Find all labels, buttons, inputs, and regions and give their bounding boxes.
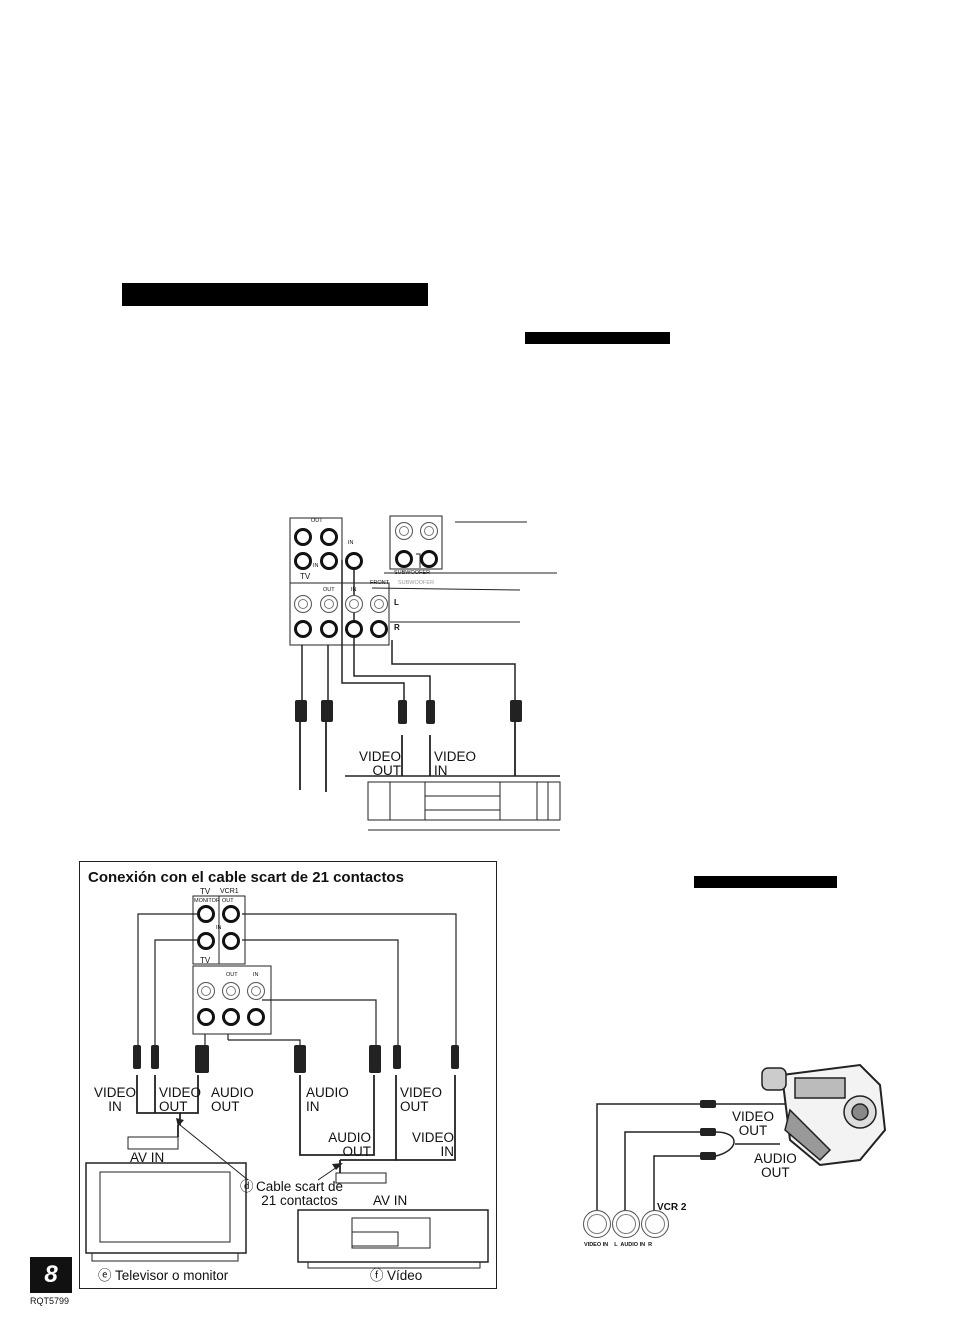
vcr2-audio-l-jack: [612, 1210, 640, 1238]
scart-vcr-out-label: OUT: [226, 972, 238, 978]
cable-marker: ⓓ: [240, 1179, 254, 1194]
panel-subwoofer-text: SUBWOOFER: [398, 580, 435, 586]
audio-r-jack-2: [320, 620, 338, 638]
scart-section-title: Conexión con el cable scart de 21 contac…: [88, 869, 404, 886]
camcorder-audio-out-label: AUDIO OUT: [754, 1151, 797, 1180]
vcr-av-in-label: AV IN: [373, 1193, 408, 1208]
vcr2-audio-r-jack: [641, 1210, 669, 1238]
audio-l-jack-1: [294, 595, 312, 613]
vcr2-jack-labels: VIDEO IN L AUDIO IN R: [584, 1242, 653, 1248]
scart-audio-l-jack-3: [247, 982, 265, 1000]
redacted-subheading-bar: [525, 332, 670, 344]
scart-video-in-right: VIDEO IN: [411, 1130, 454, 1159]
scart-video-out-right: VIDEO OUT: [400, 1085, 443, 1114]
scart-audio-out-left: AUDIO OUT: [211, 1085, 254, 1114]
top-video-in-label: VIDEO IN: [434, 749, 477, 778]
scart-connection-box: [79, 861, 497, 1289]
panel-vcr-in-label: IN: [351, 587, 357, 593]
camcorder-video-out-label: VIDEO OUT: [732, 1109, 775, 1138]
scart-video-in-left: VIDEO IN: [93, 1085, 136, 1114]
audio-l-jack-4: [370, 595, 388, 613]
scart-audio-l-jack-2: [222, 982, 240, 1000]
tv-monitor-out-jack-2: [320, 528, 338, 546]
scart-video-out-left: VIDEO OUT: [159, 1085, 202, 1114]
panel-in-label: IN: [313, 563, 319, 569]
scart-in-jack-1: [197, 932, 215, 950]
scart-out-label: OUT: [222, 898, 234, 904]
audio-l-jack-2: [320, 595, 338, 613]
scart-monitor-out-jack-1: [197, 905, 215, 923]
scart-in-label: IN: [216, 925, 222, 931]
scart-audio-r-jack-2: [222, 1008, 240, 1026]
panel-vcr-out-label: OUT: [323, 587, 335, 593]
audio-r-jack-1: [294, 620, 312, 638]
panel-r-label: R: [394, 623, 400, 632]
scart-audio-in-right: AUDIO IN: [306, 1085, 349, 1114]
panel-out-label: OUT: [311, 518, 323, 524]
vcr2-video-in-jack: [583, 1210, 611, 1238]
scart-monitor-out-jack-2: [222, 905, 240, 923]
scart-in-jack-2: [222, 932, 240, 950]
panel-subwoofer-in-label: IN: [348, 540, 354, 546]
scart-audio-r-jack-1: [197, 1008, 215, 1026]
tv-av-in-label: AV IN: [130, 1150, 165, 1165]
audio-r-jack-3: [345, 620, 363, 638]
tv-marker: ⓔ: [98, 1268, 112, 1283]
panel-tv-label: TV: [300, 572, 311, 581]
tv-monitor-label: Televisor o monitor: [115, 1268, 229, 1283]
vcr-marker: ⓕ: [370, 1268, 384, 1283]
subwoofer-in-jack: [345, 552, 363, 570]
scart-audio-out-right: AUDIO OUT: [328, 1130, 371, 1159]
redacted-heading-bar: [122, 283, 428, 306]
page-number: 8: [30, 1257, 72, 1293]
document-code: RQT5799: [30, 1296, 70, 1306]
tv-monitor-out-jack-1: [294, 528, 312, 546]
tv-in-jack-1: [294, 552, 312, 570]
audio-jack-top-l1: [395, 522, 413, 540]
subwoofer-jack-1: [395, 550, 413, 568]
tv-in-jack-2: [320, 552, 338, 570]
panel-front-label: FRONT: [370, 580, 389, 586]
scart-monitor-label: MONITOR: [194, 898, 220, 904]
audio-l-jack-3: [345, 595, 363, 613]
scart-vcr-in-label: IN: [253, 972, 259, 978]
redacted-camcorder-heading-bar: [694, 876, 837, 888]
audio-r-jack-4: [370, 620, 388, 638]
top-video-out-label: VIDEO OUT: [359, 749, 402, 778]
subwoofer-jack-2: [420, 550, 438, 568]
scart-audio-l-jack-1: [197, 982, 215, 1000]
audio-jack-top-l2: [420, 522, 438, 540]
scart-tv2-label: TV: [200, 956, 211, 965]
panel-l-label: L: [394, 598, 399, 607]
vcr-label: Vídeo: [387, 1268, 423, 1283]
panel-subwoofer-label: SUBWOOFER: [394, 570, 431, 576]
scart-vcr1-label: VCR1: [220, 888, 239, 895]
scart-tv-label: TV: [200, 887, 211, 896]
cable-scart-label: Cable scart de 21 contactos: [256, 1179, 344, 1208]
scart-audio-r-jack-3: [247, 1008, 265, 1026]
vcr2-label: VCR 2: [657, 1202, 687, 1213]
